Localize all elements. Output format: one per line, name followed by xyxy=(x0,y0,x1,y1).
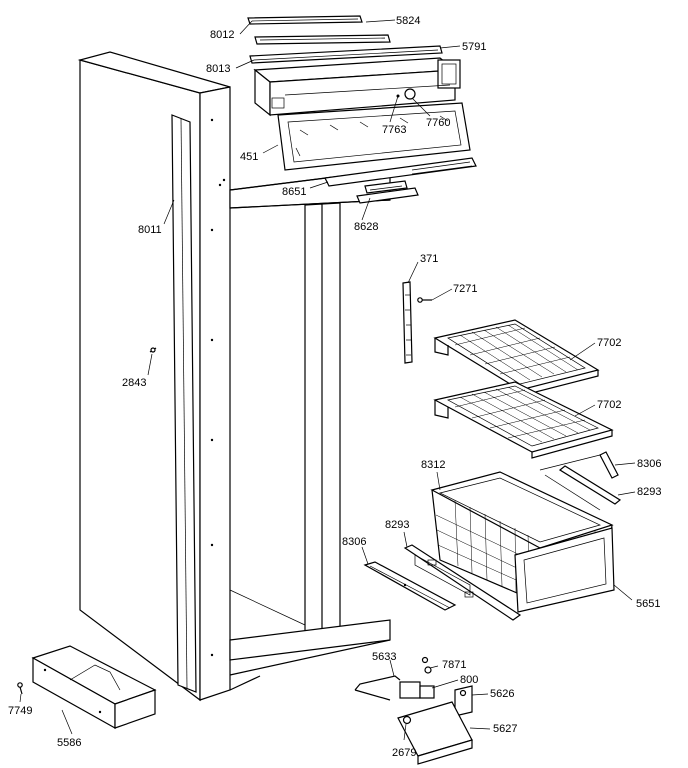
label-5824: 5824 xyxy=(396,15,420,27)
label-451: 451 xyxy=(240,151,258,163)
label-8306-right: 8306 xyxy=(637,458,661,470)
label-5791: 5791 xyxy=(462,41,486,53)
label-7763: 7763 xyxy=(382,124,406,136)
leader-lines xyxy=(19,19,636,741)
slide-rail-8293-left xyxy=(403,544,522,621)
shelf-support-371 xyxy=(402,281,413,364)
door-gasket-strip xyxy=(171,114,197,693)
slide-rail-8293-right xyxy=(544,465,622,511)
label-371: 371 xyxy=(420,253,438,265)
label-2843: 2843 xyxy=(122,377,146,389)
drain-pan-5586 xyxy=(31,645,157,730)
label-5651: 5651 xyxy=(636,598,660,610)
label-800: 800 xyxy=(460,674,478,686)
label-7702-upper: 7702 xyxy=(597,337,621,349)
label-8651: 8651 xyxy=(282,186,306,198)
label-7760: 7760 xyxy=(426,117,450,129)
cabinet-body xyxy=(77,51,391,702)
light-shield-451 xyxy=(277,102,471,171)
slide-rail-8306-left xyxy=(363,561,457,611)
label-7271: 7271 xyxy=(453,283,477,295)
part-labels: 8012 5824 8013 5791 7763 7760 451 8651 8… xyxy=(8,15,661,759)
valve-800 xyxy=(399,656,435,699)
bracket-8628 xyxy=(356,180,419,204)
label-7871: 7871 xyxy=(442,659,466,671)
water-line-5633 xyxy=(354,675,401,701)
label-8306-left: 8306 xyxy=(342,536,366,548)
label-8628: 8628 xyxy=(354,221,378,233)
tray-5627 xyxy=(397,701,473,765)
label-8293-left: 8293 xyxy=(385,519,409,531)
label-8312: 8312 xyxy=(421,459,445,471)
label-7702-lower: 7702 xyxy=(597,399,621,411)
light-rail-8651 xyxy=(324,157,477,187)
label-8293-right: 8293 xyxy=(637,486,661,498)
label-5586: 5586 xyxy=(57,737,81,749)
screw-7749 xyxy=(17,682,23,695)
basket-front-5651 xyxy=(514,527,615,613)
top-trim-strips xyxy=(247,15,443,64)
label-8011: 8011 xyxy=(138,224,162,236)
screw-2843 xyxy=(149,347,157,353)
label-2679: 2679 xyxy=(392,747,416,759)
wire-shelf-lower xyxy=(433,381,614,459)
label-5627: 5627 xyxy=(493,723,517,735)
control-housing xyxy=(253,57,461,117)
label-7749: 7749 xyxy=(8,705,32,717)
label-5626: 5626 xyxy=(490,688,514,700)
label-8013: 8013 xyxy=(206,63,230,75)
label-5633: 5633 xyxy=(372,651,396,663)
slide-rail-8306-right xyxy=(539,451,619,479)
label-8012: 8012 xyxy=(210,29,234,41)
screw-7271 xyxy=(417,297,432,303)
